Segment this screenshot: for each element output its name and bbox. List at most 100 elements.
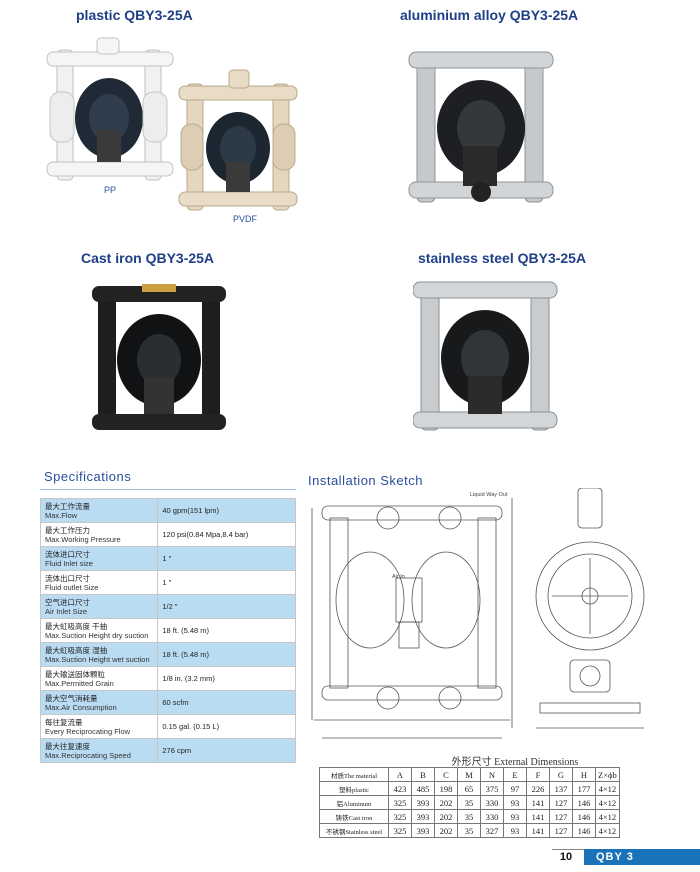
- spec-value: 60 scfm: [157, 690, 296, 715]
- dimensions-value-cell: 146: [572, 795, 596, 810]
- pp-pvdf-pump-image: [46, 37, 298, 211]
- dimensions-value-cell: 127: [549, 795, 573, 810]
- dimensions-value-cell: 325: [388, 823, 412, 838]
- spec-value: 276 cpm: [157, 738, 296, 763]
- spec-label-en: Max.Suction Height dry suction: [45, 630, 149, 640]
- dimensions-value-cell: 325: [388, 795, 412, 810]
- dimensions-value-cell: 485: [411, 781, 435, 796]
- dimensions-header-cell: 材质The material: [319, 767, 389, 782]
- spec-label-cn: 每往复流量: [45, 717, 83, 727]
- air-in-label: Air In: [392, 574, 405, 580]
- specifications-divider: [40, 489, 296, 490]
- installation-sketch: Liquid Way Out Air In: [311, 488, 645, 739]
- spec-label-en: Fluid outlet Size: [45, 582, 99, 592]
- dimensions-value-cell: 35: [457, 809, 481, 824]
- dimensions-value-cell: 330: [480, 795, 504, 810]
- dimensions-material-cell: 塑料plastic: [319, 781, 389, 796]
- spec-label-cn: 最大工作压力: [45, 525, 90, 535]
- dimensions-value-cell: 127: [549, 809, 573, 824]
- spec-label-cn: 最大往复速度: [45, 741, 90, 751]
- dimensions-value-cell: 226: [526, 781, 550, 796]
- dimensions-value-cell: 93: [503, 823, 527, 838]
- stainless-pump-image: [413, 281, 558, 431]
- castiron-pump-image: [92, 284, 226, 430]
- dimensions-value-cell: 35: [457, 823, 481, 838]
- aluminium-pump-image: [408, 51, 554, 203]
- dimensions-material-cell: 不锈钢Stainless steel: [319, 823, 389, 838]
- dimensions-header-cell: E: [503, 767, 527, 782]
- dimensions-value-cell: 327: [480, 823, 504, 838]
- dimensions-header-cell: A: [388, 767, 412, 782]
- spec-label-cn: 最大工作流量: [45, 501, 90, 511]
- dimensions-value-cell: 330: [480, 809, 504, 824]
- spec-value: 18 ft. (5.48 m): [157, 642, 296, 667]
- dimensions-header-cell: C: [434, 767, 458, 782]
- plastic-title: plastic QBY3-25A: [76, 7, 193, 23]
- dimensions-value-cell: 375: [480, 781, 504, 796]
- dimensions-header-cell: M: [457, 767, 481, 782]
- specifications-title: Specifications: [44, 469, 132, 484]
- installation-title: Installation Sketch: [308, 473, 424, 488]
- spec-label-en: Every Reciprocating Flow: [45, 726, 131, 736]
- dimensions-value-cell: 393: [411, 795, 435, 810]
- dimensions-value-cell: 93: [503, 795, 527, 810]
- spec-value: 18 ft. (5.48 m): [157, 618, 296, 643]
- series-label: QBY 3: [584, 849, 700, 865]
- dimensions-value-cell: 127: [549, 823, 573, 838]
- spec-label-en: Max.Air Consumption: [45, 702, 117, 712]
- dimensions-value-cell: 146: [572, 823, 596, 838]
- pvdf-label: PVDF: [233, 214, 258, 224]
- dimensions-header-cell: G: [549, 767, 573, 782]
- dimensions-value-cell: 4×12: [595, 809, 620, 824]
- dimensions-value-cell: 141: [526, 809, 550, 824]
- dimensions-value-cell: 4×12: [595, 781, 620, 796]
- dimensions-value-cell: 4×12: [595, 823, 620, 838]
- dimensions-value-cell: 93: [503, 809, 527, 824]
- dimensions-value-cell: 141: [526, 795, 550, 810]
- spec-label-cn: 最大空气消耗量: [45, 693, 98, 703]
- pp-label: PP: [104, 185, 117, 195]
- dimensions-material-cell: 铸铁Cast iron: [319, 809, 389, 824]
- spec-label-en: Max.Working Pressure: [45, 534, 121, 544]
- stainless-title: stainless steel QBY3-25A: [418, 250, 587, 266]
- spec-label-cn: 最大输送固体颗粒: [45, 669, 105, 679]
- dimensions-value-cell: 35: [457, 795, 481, 810]
- dimensions-value-cell: 97: [503, 781, 527, 796]
- page-number: 10: [559, 851, 573, 863]
- spec-value: 1 ″: [157, 570, 296, 595]
- spec-label-en: Max.Flow: [45, 510, 78, 520]
- spec-label-cn: 最大虹吸高度 湿抽: [45, 645, 108, 655]
- dimensions-header-cell: H: [572, 767, 596, 782]
- dimensions-value-cell: 202: [434, 795, 458, 810]
- spec-label-cn: 流体进口尺寸: [45, 549, 90, 559]
- dimensions-value-cell: 202: [434, 809, 458, 824]
- dimensions-value-cell: 177: [572, 781, 596, 796]
- spec-label-en: Fluid Inlet size: [45, 558, 93, 568]
- dimensions-header-cell: Z×ϕb: [595, 767, 620, 782]
- dimensions-value-cell: 141: [526, 823, 550, 838]
- dimensions-value-cell: 198: [434, 781, 458, 796]
